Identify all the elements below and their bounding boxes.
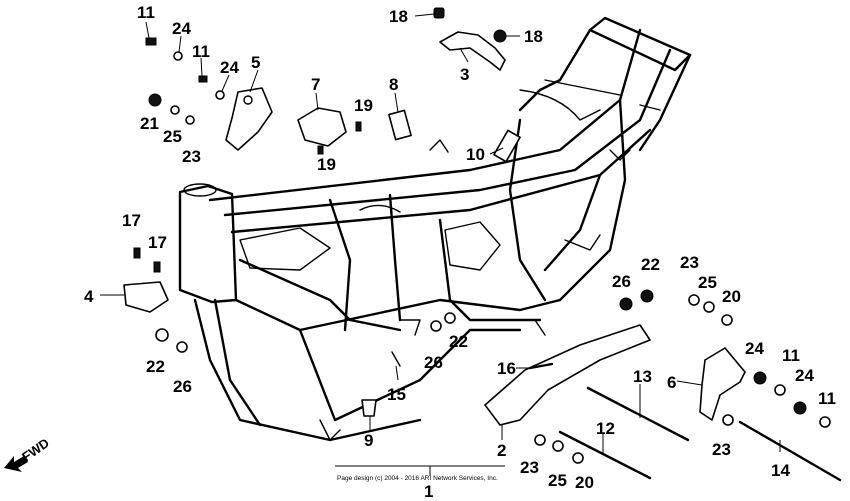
callout-11: 11 (782, 346, 800, 365)
callout-19: 19 (317, 155, 336, 174)
part-9-clip[interactable] (361, 399, 377, 417)
callout-5: 5 (251, 53, 260, 72)
callout-labels: 11 24 11 24 5 21 25 23 7 8 19 19 18 18 3… (84, 3, 836, 501)
callout-22: 22 (449, 332, 468, 351)
callout-17: 17 (148, 233, 167, 252)
callout-19: 19 (354, 96, 373, 115)
callout-18: 18 (524, 27, 543, 46)
callout-11: 11 (137, 3, 155, 22)
part-8-pad[interactable] (388, 109, 412, 141)
part-14-bolt[interactable] (738, 420, 842, 482)
callout-25: 25 (548, 471, 567, 490)
part-5-bracket[interactable] (225, 87, 273, 151)
part-18-bolt-b[interactable] (493, 29, 507, 43)
callout-13: 13 (633, 367, 652, 386)
callout-24: 24 (220, 58, 239, 77)
callout-7: 7 (311, 75, 320, 94)
part-12-bolt[interactable] (558, 430, 652, 480)
callout-23: 23 (182, 147, 201, 166)
callout-6: 6 (667, 373, 676, 392)
callout-9: 9 (364, 431, 373, 450)
part-16-bolt[interactable] (528, 362, 554, 370)
callout-24: 24 (795, 366, 814, 385)
leader-lines (100, 13, 781, 476)
callout-21: 21 (140, 114, 159, 133)
part-13-bolt[interactable] (586, 386, 690, 442)
hardware[interactable] (133, 37, 831, 464)
part-15-bolt[interactable] (391, 351, 401, 367)
callout-11: 11 (818, 389, 836, 408)
callout-22: 22 (146, 357, 165, 376)
callout-24: 24 (172, 19, 191, 38)
callout-20: 20 (575, 473, 594, 492)
part-4-guard[interactable] (123, 281, 169, 313)
callout-17: 17 (122, 211, 141, 230)
callout-15: 15 (387, 385, 406, 404)
callout-26: 26 (424, 353, 443, 372)
fwd-label: FWD (19, 435, 52, 464)
callout-20: 20 (722, 287, 741, 306)
part-6-bracket[interactable] (699, 347, 746, 421)
callout-25: 25 (698, 273, 717, 292)
callout-10: 10 (466, 145, 485, 164)
callout-23: 23 (520, 458, 539, 477)
part-2-lower-cradle[interactable] (484, 324, 651, 426)
part-7-bracket[interactable] (297, 107, 347, 147)
callout-23: 23 (680, 253, 699, 272)
callout-4: 4 (84, 287, 94, 306)
part-10-pad[interactable] (493, 129, 521, 163)
callout-8: 8 (389, 75, 398, 94)
callout-14: 14 (771, 461, 790, 480)
callout-22: 22 (641, 255, 660, 274)
copyright-notice: Page design (c) 2004 - 2016 ARI Network … (337, 475, 498, 482)
callout-3: 3 (460, 65, 469, 84)
callout-25: 25 (163, 127, 182, 146)
callout-24: 24 (745, 339, 764, 358)
callout-2: 2 (497, 441, 506, 460)
callout-23: 23 (712, 440, 731, 459)
callout-1: 1 (424, 482, 433, 501)
callout-18: 18 (389, 7, 408, 26)
callout-12: 12 (596, 419, 615, 438)
callout-16: 16 (497, 359, 516, 378)
callout-26: 26 (173, 377, 192, 396)
part-18-bolt-a[interactable] (433, 7, 445, 19)
callout-11: 11 (192, 42, 210, 61)
fwd-arrow: FWD (4, 435, 52, 472)
callout-26: 26 (612, 272, 631, 291)
main-frame[interactable] (178, 16, 692, 442)
